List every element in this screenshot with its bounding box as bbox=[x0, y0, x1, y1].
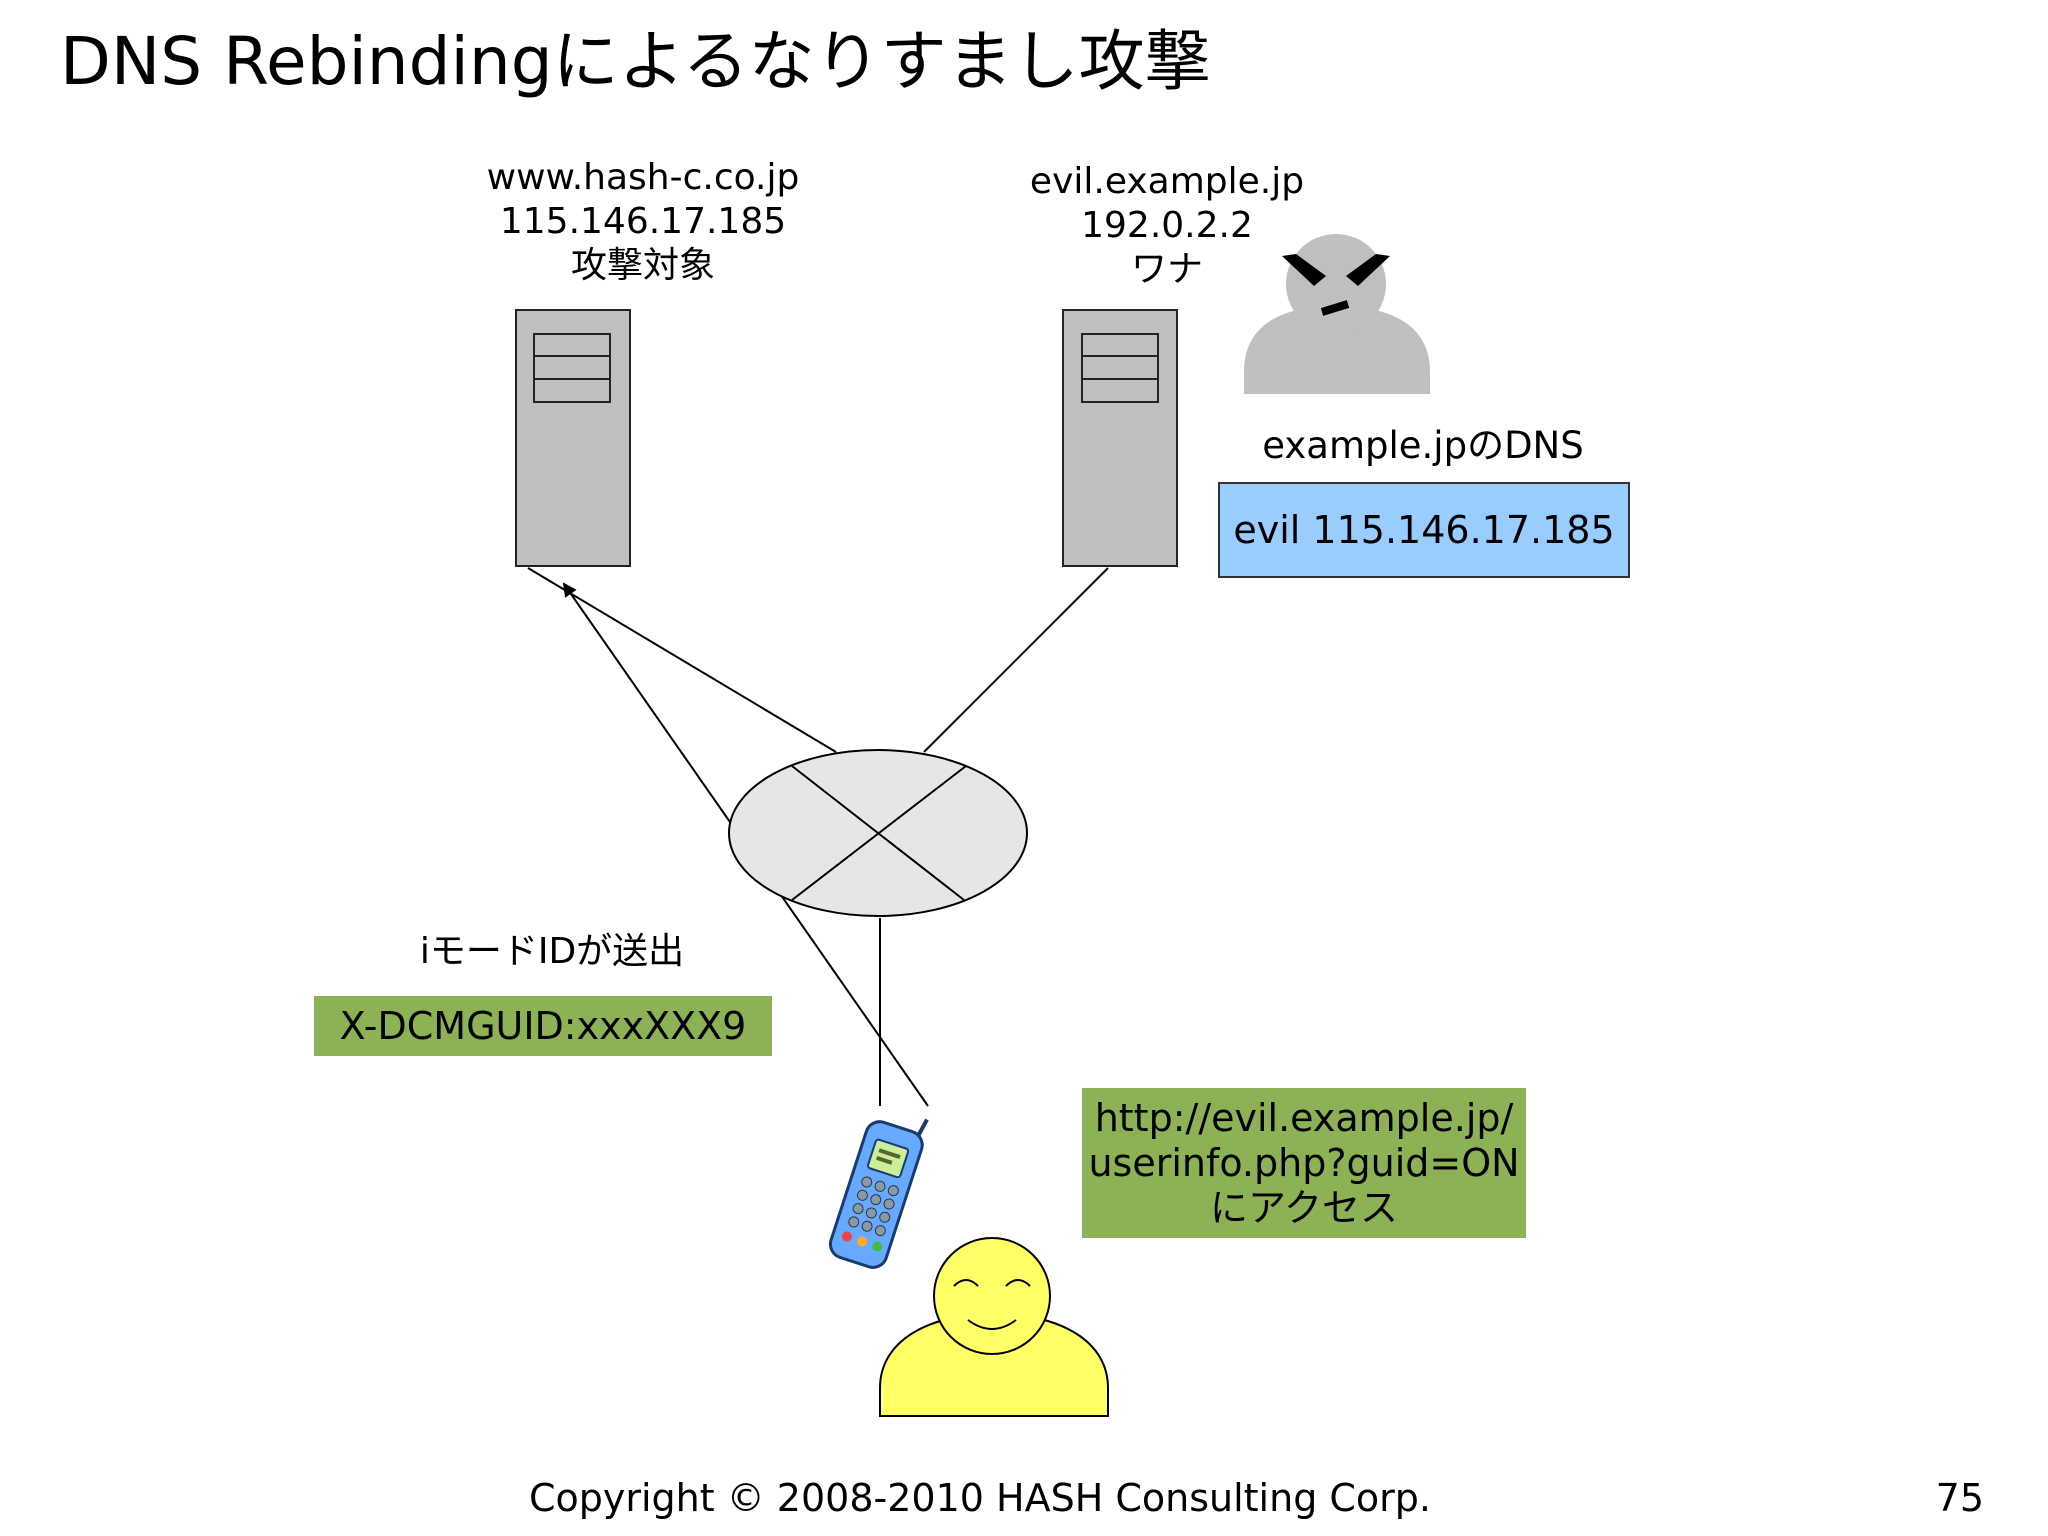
evil-server-ip: 192.0.2.2 bbox=[1081, 205, 1253, 246]
target-server-ip: 115.146.17.185 bbox=[499, 201, 787, 242]
evil-server-role: ワナ bbox=[1130, 249, 1203, 290]
evil-server-label: evil.example.jp 192.0.2.2 ワナ bbox=[947, 160, 1387, 292]
imode-caption: iモードIDが送出 bbox=[419, 931, 685, 972]
dns-title: example.jpのDNS bbox=[1262, 424, 1584, 467]
target-server-hostname: www.hash-c.co.jp bbox=[486, 157, 800, 198]
access-url-line3: にアクセス bbox=[1209, 1185, 1399, 1230]
smiling-user-icon bbox=[879, 1237, 1109, 1417]
access-url-box: http://evil.example.jp/ userinfo.php?gui… bbox=[1082, 1088, 1526, 1238]
attacker-person-icon bbox=[1244, 234, 1430, 394]
page-number: 75 bbox=[1935, 1476, 1984, 1520]
link-evil-router bbox=[923, 567, 1109, 753]
evil-server-hostname: evil.example.jp bbox=[1029, 161, 1305, 202]
link-target-router bbox=[527, 567, 837, 753]
router-icon bbox=[728, 749, 1028, 917]
evil-server-icon bbox=[1062, 309, 1178, 567]
target-server-icon bbox=[515, 309, 631, 567]
dns-record-box: evil 115.146.17.185 bbox=[1218, 482, 1630, 578]
target-server-role: 攻撃対象 bbox=[570, 245, 715, 286]
target-server-label: www.hash-c.co.jp 115.146.17.185 攻撃対象 bbox=[423, 156, 863, 288]
access-url-line2: userinfo.php?guid=ON bbox=[1088, 1140, 1520, 1185]
copyright: Copyright © 2008-2010 HASH Consulting Co… bbox=[528, 1476, 1432, 1520]
mobile-phone-icon bbox=[828, 1118, 929, 1269]
imode-header-box: X-DCMGUID:xxxXXX9 bbox=[314, 996, 772, 1056]
access-url-line1: http://evil.example.jp/ bbox=[1094, 1095, 1514, 1140]
slide-title: DNS Rebindingによるなりすまし攻撃 bbox=[60, 23, 1211, 100]
